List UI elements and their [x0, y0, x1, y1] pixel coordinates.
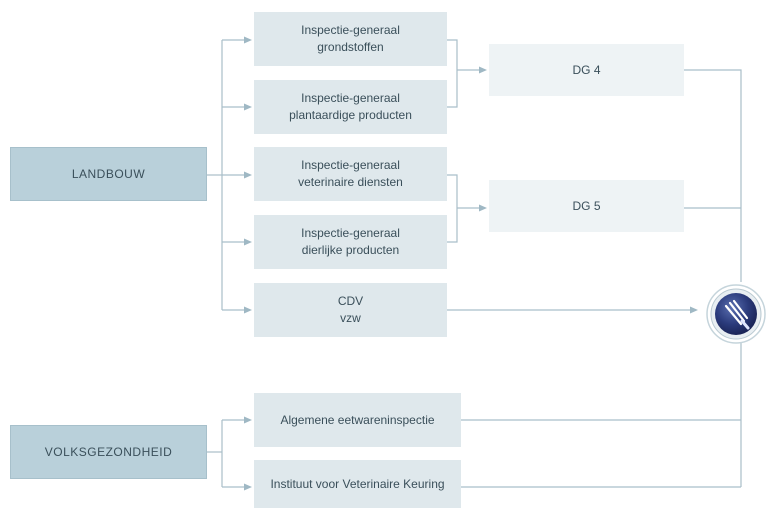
inspectie-grondstoffen-box: Inspectie-generaal grondstoffen [254, 12, 447, 66]
dg4-box: DG 4 [489, 44, 684, 96]
landbouw-box: LANDBOUW [10, 147, 207, 201]
dg5-box: DG 5 [489, 180, 684, 232]
volksgezondheid-box: VOLKSGEZONDHEID [10, 425, 207, 479]
inspectie-plantaardige-producten-box: Inspectie-generaal plantaardige producte… [254, 80, 447, 134]
cdv-vzw-box: CDV vzw [254, 283, 447, 337]
algemene-eetwareninspectie-box: Algemene eetwareninspectie [254, 393, 461, 447]
fork-emblem-icon [706, 283, 766, 345]
inspectie-dierlijke-producten-box: Inspectie-generaal dierlijke producten [254, 215, 447, 269]
instituut-veterinaire-keuring-box: Instituut voor Veterinaire Keuring [254, 460, 461, 508]
inspectie-veterinaire-diensten-box: Inspectie-generaal veterinaire diensten [254, 147, 447, 201]
